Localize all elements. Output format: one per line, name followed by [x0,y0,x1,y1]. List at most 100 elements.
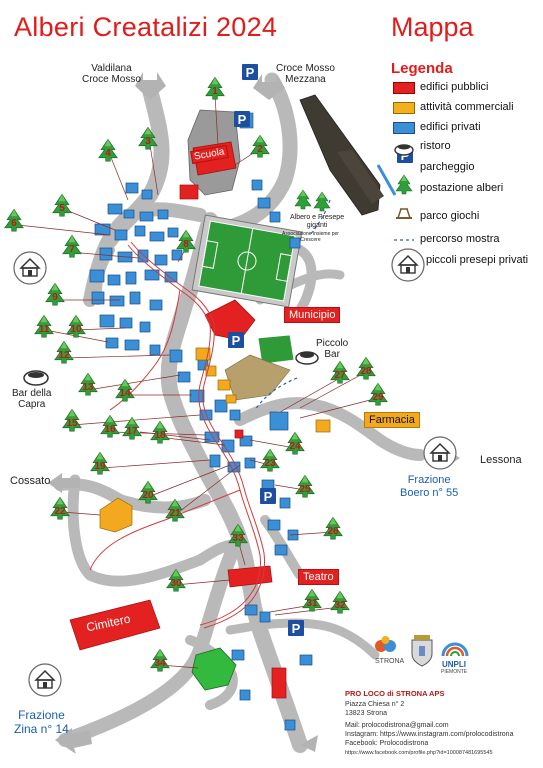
tree-marker: 27 [330,360,350,384]
tree-number: 31 [306,598,318,609]
tree-number: 4 [105,148,111,159]
tree-number: 13 [82,382,94,393]
tree-marker: 4 [98,138,118,162]
legend-private-swatch [393,122,415,134]
tree-marker: 17 [122,416,142,440]
tree-number: 15 [66,418,78,429]
label-croce-mosso: Croce Mosso Mezzana [276,63,335,85]
tree-number: 23 [264,458,276,469]
tree-marker: 15 [62,408,82,432]
legend-item-commercial: attività commerciali [420,101,514,113]
footer-facebook[interactable]: Facebook: Prolocodistrona [345,740,429,747]
legend-item-parcheggio: parcheggio [420,161,475,173]
label-frazione-zina: Frazione Zina n° 14 [14,708,69,736]
tree-number: 7 [69,244,75,255]
tree-number: 24 [289,441,301,452]
legend-item-presepi: piccoli presepi privati [426,254,529,266]
tree-marker: 9 [45,282,65,306]
tree-marker: 13 [78,372,98,396]
tree-marker: 12 [54,340,74,364]
label-farmacia: Farmacia [364,412,420,428]
tree-number: 25 [299,484,311,495]
legend-item-ristoro: ristoro [420,140,451,152]
tree-number: 27 [334,370,346,381]
legend-item-alberi: postazione alberi [420,182,504,194]
tree-number: 6 [11,218,17,229]
tree-number: 3 [145,136,151,147]
tree-number: 18 [154,430,166,441]
tree-number: 33 [232,533,244,544]
tree-marker: 31 [302,588,322,612]
tree-marker: 30 [166,568,186,592]
strona-logo: STRONA [372,636,404,665]
unpli-logo: UNPLI PIEMONTE [440,634,470,675]
footer-mail[interactable]: Mail: prolocodistrona@gmail.com [345,722,449,729]
footer-facebook-url[interactable]: https://www.facebook.com/profile.php?id=… [345,750,493,756]
tree-marker: 18 [150,420,170,444]
label-teatro: Teatro [298,569,339,585]
tree-marker: 5 [52,193,72,217]
tree-marker: 28 [356,356,376,380]
tree-number: 22 [54,506,66,517]
tree-number: 16 [104,424,116,435]
tree-marker: 2 [250,134,270,158]
footer-instagram[interactable]: Instagram: https://www.instagram.com/pro… [345,731,514,738]
label-albero-presepe: Albero e Presepe giganti [290,214,345,229]
label-albero-note: Associazione Insieme per Crescere [282,231,339,243]
label-lessona: Lessona [480,454,522,466]
legend-public-swatch [393,82,415,94]
tree-marker: 8 [176,229,196,253]
tree-marker: 10 [66,314,86,338]
tree-marker: 33 [228,523,248,547]
tree-number: 11 [39,324,50,335]
legend-commercial-swatch [393,102,415,114]
tree-number: 28 [360,366,372,377]
label-piccolo-bar: Piccolo Bar [316,338,349,360]
tree-number: 8 [183,239,189,250]
tree-number: 19 [94,461,106,472]
tree-number: 30 [170,578,182,589]
tree-marker: 6 [4,208,24,232]
tree-marker: 16 [100,414,120,438]
playground-icon [396,208,412,219]
tree-marker: 21 [165,498,185,522]
tree-marker: 23 [260,448,280,472]
map-heading: Mappa [391,12,474,42]
tree-marker: 7 [62,234,82,258]
tree-marker: 34 [150,648,170,672]
tree-marker: 32 [330,590,350,614]
legend-item-parco: parco giochi [420,210,480,222]
label-cossato: Cossato [10,475,51,487]
footer-org: PRO LOCO di STRONA APS [345,689,445,698]
tree-number: 5 [59,203,65,214]
tree-marker: 3 [138,126,158,150]
legend-item-public: edifici pubblici [420,81,489,93]
page-title: Alberi Creatalizi 2024 [14,12,278,42]
label-frazione-boero: Frazione Boero n° 55 [400,474,459,499]
legend-item-private: edifici privati [420,121,481,133]
tree-marker: 14 [115,378,135,402]
footer-address1: Piazza Chiesa n° 2 [345,701,405,708]
tree-marker: 1 [205,76,225,100]
tree-number: 32 [334,600,346,611]
tree-marker: 26 [323,516,343,540]
tree-marker: 24 [285,431,305,455]
tree-number: 1 [212,86,218,97]
label-valdilana: Valdilana Croce Mosso [82,63,141,85]
label-municipio: Municipio [284,307,341,323]
tree-number: 14 [119,388,131,399]
tree-marker: 22 [50,496,70,520]
tree-number: 21 [169,508,181,519]
tree-number: 29 [372,392,384,403]
legend-title: Legenda [391,60,453,77]
tree-marker: 29 [368,382,388,406]
tree-number: 34 [154,658,166,669]
tree-number: 2 [257,144,263,155]
tree-number: 10 [70,324,82,335]
label-bar-capra: Bar della Capra [12,388,52,410]
tree-number: 12 [58,350,70,361]
footer-address2: 13823 Strona [345,710,388,717]
tree-marker: 19 [90,451,110,475]
